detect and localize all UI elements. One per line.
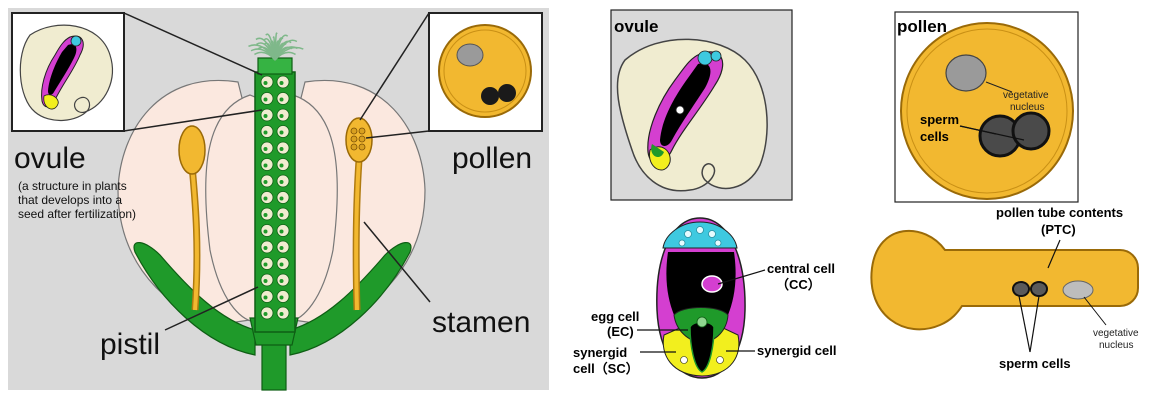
pollen-tube-vegetative-line-2: nucleus [1099, 340, 1133, 351]
pollen-detail-title: pollen [897, 17, 947, 36]
ovule-note-line-2: that develops into a [18, 193, 122, 207]
ovule-note-line-3: seed after fertilization) [18, 207, 136, 221]
pistil-ovule-dot [280, 263, 284, 267]
pistil-ovule-dot [264, 180, 268, 184]
ovule-inset-antipodal [71, 36, 81, 46]
ptc-line-2: (PTC) [1041, 222, 1076, 237]
central-cell-vacuole [666, 252, 735, 315]
pollen-detail-sperm-line-1: sperm [920, 112, 959, 127]
pollen-detail-grain [901, 23, 1073, 199]
pollen-label: pollen [452, 142, 532, 175]
egg-cell-nucleus [697, 317, 707, 327]
pistil-ovule-dot [280, 131, 284, 135]
pollen-tube-vegetative-line-1: vegetative [1093, 328, 1139, 339]
pollen-inset-vegetative-nucleus [457, 44, 483, 66]
ovule-note-line-1: (a structure in plants [18, 179, 127, 193]
pistil-ovule-dot [264, 296, 268, 300]
ovule-detail-antipodal-1 [698, 51, 712, 65]
ovule-detail-title: ovule [614, 17, 658, 36]
pollen-tube-sperm-cell-1 [1013, 282, 1029, 296]
pistil-ovule-dot [264, 213, 268, 217]
anther-left [179, 126, 205, 174]
flower-panel: ovule (a structure in plants that develo… [8, 8, 549, 390]
synergid-left-line-1: synergid [573, 345, 627, 360]
pistil-body [255, 72, 295, 332]
pollen-detail-vegetative-line-2: nucleus [1010, 102, 1044, 113]
pistil-ovule-dot [280, 81, 284, 85]
pistil-ovule-dot [280, 296, 284, 300]
antipodal-cells [663, 222, 737, 248]
pollen-tube-sperm-cell-2 [1031, 282, 1047, 296]
pistil-ovule-dot [280, 114, 284, 118]
pistil-ovule-dot [264, 131, 268, 135]
pollen-detail-sperm-cell-2 [1013, 113, 1049, 149]
pollen-detail-vegetative-nucleus [946, 55, 986, 91]
pistil-ovule-dot [264, 98, 268, 102]
pistil-ovule-dot [280, 147, 284, 151]
stamen-label: stamen [432, 306, 530, 339]
egg-cell-line-2: (EC) [607, 324, 634, 339]
pollen-tube-vegetative-nucleus [1063, 281, 1093, 299]
pistil-ovule-dot [280, 279, 284, 283]
pistil-ovule-dot [264, 81, 268, 85]
ovule-detail: ovule [611, 10, 792, 200]
pollen-detail: pollen vegetative nucleus sperm cells [895, 12, 1078, 202]
pistil-ovule-dot [264, 230, 268, 234]
pollen-tube-sperm-label: sperm cells [999, 356, 1071, 371]
pistil-ovule-dot [264, 279, 268, 283]
ovule-detail-central-nucleus [676, 106, 684, 114]
ovule-inset [12, 13, 124, 131]
pistil-ovule-dot [280, 180, 284, 184]
ovule-label: ovule [14, 142, 86, 175]
pollen-inset-sperm-cell-2 [498, 84, 516, 102]
pistil-ovule-dot [280, 246, 284, 250]
pistil-ovule-dot [264, 114, 268, 118]
pistil-ovule-dot [264, 263, 268, 267]
embryo-sac-detail: central cell （CC） egg cell (EC) synergid… [573, 218, 836, 378]
central-cell-line-2: （CC） [776, 277, 821, 292]
pistil-ovule-dot [280, 98, 284, 102]
pistil-ovule-dot [280, 197, 284, 201]
ovule-detail-antipodal-2 [711, 51, 721, 61]
synergid-nucleus-right [717, 357, 724, 364]
pollen-detail-sperm-line-2: cells [920, 129, 949, 144]
style [258, 58, 292, 74]
pistil-ovule-dot [264, 197, 268, 201]
pistil-ovule-dot [264, 312, 268, 316]
ptc-line-1: pollen tube contents [996, 205, 1123, 220]
pistil-ovule-dot [264, 147, 268, 151]
pistil-ovule-dot [264, 246, 268, 250]
pistil-ovule-dot [280, 312, 284, 316]
pistil-ovule-dot [280, 213, 284, 217]
synergid-nucleus-left [681, 357, 688, 364]
pistil-label: pistil [100, 328, 160, 361]
pollen-inset [429, 13, 542, 131]
pistil-ovule-dot [280, 164, 284, 168]
synergid-left-line-2: cell（SC） [573, 361, 639, 376]
egg-cell-line-1: egg cell [591, 309, 639, 324]
pollen-tube-detail: pollen tube contents (PTC) vegetative nu… [871, 205, 1139, 371]
pistil-ovule-dot [280, 230, 284, 234]
synergid-right-label: synergid cell [757, 343, 836, 358]
central-cell-line-1: central cell [767, 261, 835, 276]
pistil-ovule-dot [264, 164, 268, 168]
pollen-inset-sperm-cell-1 [481, 87, 499, 105]
